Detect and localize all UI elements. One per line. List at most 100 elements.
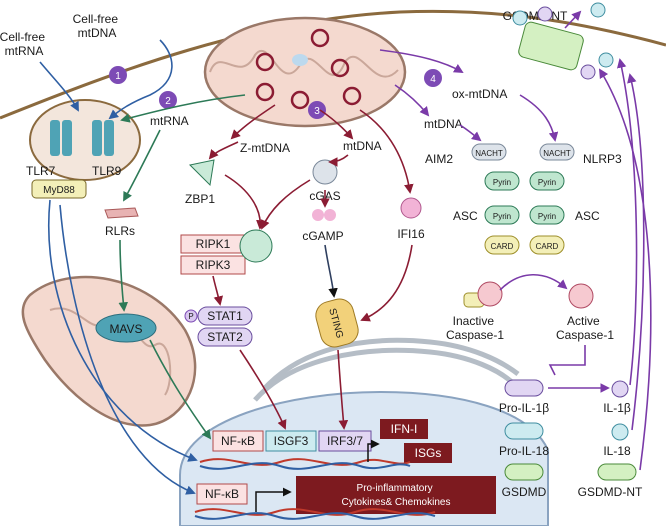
gsdmd-nt: GSDMD-NT [578,463,643,499]
cell-free-mtdna-label: Cell-free mtDNA [73,12,122,40]
endosome [29,99,141,181]
pyrin-domain: Pyrin [529,171,565,191]
asc-left-label: ASC [453,209,478,223]
active-caspase-1: Active Caspase-1 [556,283,614,342]
arrow-mito-to-z-mtdna [230,104,276,140]
arrow-mtdna-to-cgas [328,154,349,167]
step-badge-3: 3 [308,101,326,119]
arrow-mtrna-to-tlr7 [39,61,79,112]
irf37-box: IRF3/7 [318,430,372,452]
mtdna-right-label: mtDNA [424,117,463,131]
isgs-box: ISGs [404,443,452,463]
card-domain: CARD [529,235,565,255]
svg-text:3: 3 [314,106,320,117]
svg-text:Pro-IL-1β: Pro-IL-1β [499,401,549,415]
svg-text:NACHT: NACHT [543,149,571,158]
svg-text:Inactive Caspase-1: Inactive Caspase-1 [446,314,504,342]
arrow-cgas-to-ripk [260,179,311,230]
arrow-ifi16-to-sting [360,244,413,322]
ripk3-box: RIPK3 [180,255,246,275]
arrow-rlrs-to-mavs [118,239,129,312]
mtdna-circle [255,82,275,102]
svg-text:STAT1: STAT1 [207,309,243,323]
svg-text:IRF3/7: IRF3/7 [327,434,363,448]
svg-text:NF-κB: NF-κB [205,487,239,501]
svg-text:Pro-IL-18: Pro-IL-18 [499,444,549,458]
arrow-stat-to-isgf3 [239,349,287,430]
arrow-ripk-to-stat [212,275,224,306]
endoplasmic-reticulum [253,337,520,402]
arrow-pore-out [564,10,582,29]
arrow-mavs-to-nfkb [149,339,212,440]
arrow-mito-to-endosome [120,94,246,123]
mavs-protein: MAVS [95,313,157,343]
card-domain: CARD [484,235,520,255]
il-18: IL-18 [603,423,631,458]
phospho-badge: P [184,309,198,323]
svg-text:CARD: CARD [536,242,559,251]
proinflammatory-box: Pro-inflammatory Cytokines& Chemokines [296,476,496,514]
svg-text:Pro-inflammatory Cytokin: Pro-inflammatory Cytokines& Chemokines [342,483,451,508]
step-badge-4: 4 [424,69,442,87]
asc-right-label: ASC [575,209,600,223]
svg-text:IL-1β: IL-1β [603,401,631,415]
transcription-arrow-bottom [255,487,292,512]
arrow-myd88-to-nfkb-bottom [59,204,196,495]
mtdna-circle [255,52,275,72]
nfkb-bottom-box: NF-κB [196,483,248,505]
mtdna-center-label: mtDNA [343,139,382,153]
svg-text:cGAMP: cGAMP [302,229,343,243]
tlr9-receptor [92,120,114,156]
arrow-cgamp-to-sting [324,244,338,298]
arrow-mito-to-ox-mtdna [379,49,464,73]
arrow-caspase-activation [499,274,568,291]
arrow-myd88-to-nucleus [48,199,198,462]
arrow-il18-out [627,73,645,431]
step-badge-2: 2 [159,91,177,109]
svg-text:Active Caspase-1: Active Caspase-1 [556,314,614,342]
svg-text:RIPK1: RIPK1 [196,237,231,251]
svg-text:Pyrin: Pyrin [493,212,511,221]
arrow-sting-to-irf37 [337,349,349,430]
svg-text:GSDMD: GSDMD [502,485,547,499]
pyrin-domain: Pyrin [529,205,565,225]
isgf3-box: ISGF3 [265,430,317,452]
pro-il-18: Pro-IL-18 [499,422,549,458]
svg-text:RLRs: RLRs [105,224,135,238]
ox-mtdna-label: ox-mtDNA [452,87,507,101]
svg-text:ISGF3: ISGF3 [274,434,309,448]
mtrna-label: mtRNA [150,114,189,128]
pyrin-domain: Pyrin [484,205,520,225]
step-badge-1: 1 [109,66,127,84]
ifi16-sensor: IFI16 [397,197,425,241]
zbp1-complex [239,229,273,263]
svg-text:CARD: CARD [491,242,514,251]
tlr7-receptor [50,120,72,156]
mtdna-circle [330,58,350,78]
svg-text:Pyrin: Pyrin [538,212,556,221]
aim2-nacht: NACHT [471,143,507,161]
svg-text:IFI16: IFI16 [397,227,425,241]
tlr9-label: TLR9 [92,164,122,178]
pyrin-domain: Pyrin [484,171,520,191]
gsdmd: GSDMD [502,463,547,499]
svg-text:GSDMD-NT: GSDMD-NT [578,485,643,499]
inactive-caspase-1: Inactive Caspase-1 [446,281,504,342]
svg-text:ISGs: ISGs [415,446,442,460]
svg-text:Pyrin: Pyrin [538,178,556,187]
svg-text:ZBP1: ZBP1 [185,192,215,206]
svg-text:1: 1 [115,71,121,82]
dna-strand-top [199,458,411,470]
arrow-z-mtdna-to-zbp1 [208,141,239,160]
myd88-box: MyD88 [31,179,87,199]
sting-protein: STING [315,298,359,348]
nfkb-top-box: NF-κB [212,430,264,452]
svg-text:NF-κB: NF-κB [221,434,255,448]
zbp1-sensor: ZBP1 [185,159,215,206]
tlr7-label: TLR7 [26,164,56,178]
svg-text:Pyrin: Pyrin [493,178,511,187]
svg-text:MyD88: MyD88 [43,185,75,196]
svg-text:MAVS: MAVS [109,322,142,336]
